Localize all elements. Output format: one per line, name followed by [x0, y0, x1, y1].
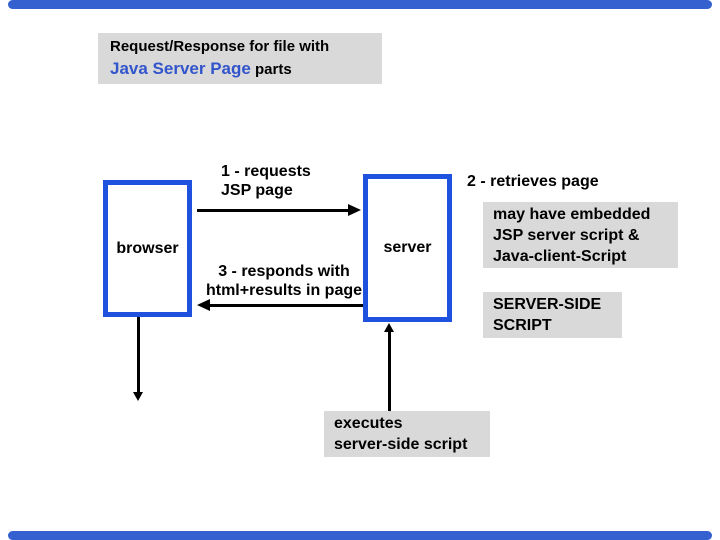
- request-arrow-line: [197, 209, 349, 212]
- note-server-side-line-2: SCRIPT: [493, 317, 552, 334]
- note-embedded: may have embedded JSP server script & Ja…: [483, 202, 678, 268]
- browser-node-label: browser: [116, 239, 179, 257]
- note-embedded-line-3: Java-client-Script: [493, 248, 627, 265]
- note-embedded-line-1: may have embedded: [493, 206, 651, 223]
- step2-label: 2 - retrieves page: [467, 173, 599, 190]
- server-up-arrow-head-icon: [384, 323, 394, 332]
- browser-node: browser: [103, 180, 192, 317]
- browser-down-arrow-head-icon: [133, 392, 143, 401]
- step3-label: 3 - responds with html+results in page: [194, 262, 374, 300]
- server-node: server: [363, 174, 452, 322]
- server-up-arrow-line: [388, 331, 391, 412]
- note-executes-line-2: server-side script: [334, 436, 468, 453]
- bottom-accent-bar: [8, 531, 712, 540]
- step1-line-2: JSP page: [221, 182, 293, 199]
- title-line-2: Java Server Page parts: [110, 57, 382, 82]
- note-server-side-script: SERVER-SIDE SCRIPT: [483, 292, 622, 338]
- top-accent-bar: [8, 0, 712, 9]
- title-suffix: parts: [250, 61, 292, 78]
- request-arrow-head-icon: [348, 204, 361, 216]
- step3-line-1: 3 - responds with: [218, 263, 350, 280]
- respond-arrow-head-icon: [197, 299, 210, 311]
- title-highlight: Java Server Page: [110, 59, 251, 78]
- note-executes: executes server-side script: [324, 411, 490, 457]
- slide-title: Request/Response for file with Java Serv…: [98, 33, 382, 84]
- step1-label: 1 - requests JSP page: [221, 162, 311, 200]
- note-executes-line-1: executes: [334, 415, 403, 432]
- title-line-1: Request/Response for file with: [110, 38, 330, 55]
- step1-line-1: 1 - requests: [221, 163, 311, 180]
- server-node-label: server: [383, 239, 432, 256]
- note-server-side-line-1: SERVER-SIDE: [493, 296, 602, 313]
- step3-line-2: html+results in page: [205, 282, 363, 299]
- respond-arrow-line: [209, 304, 363, 307]
- browser-down-arrow-line: [137, 317, 140, 393]
- note-embedded-line-2: JSP server script &: [493, 227, 640, 244]
